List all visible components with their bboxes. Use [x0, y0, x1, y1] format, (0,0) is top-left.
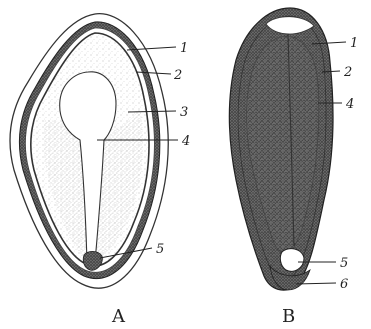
seed-section-b: 1 2 4 5 6 B	[229, 8, 358, 327]
caption-b: B	[282, 306, 295, 327]
seed-b-embryo	[280, 249, 304, 272]
label-b-5: 5	[340, 256, 348, 271]
seed-section-a: 1 2 3 4 5 A	[10, 14, 190, 327]
label-b-4: 4	[345, 97, 354, 112]
label-a-5: 5	[156, 242, 164, 257]
label-b-1: 1	[350, 36, 358, 51]
label-a-3: 3	[180, 105, 188, 120]
caption-a: A	[111, 306, 126, 327]
label-b-6: 6	[340, 277, 348, 292]
label-a-4: 4	[181, 134, 190, 149]
label-a-1: 1	[180, 41, 188, 56]
label-b-2: 2	[343, 65, 352, 80]
label-a-2: 2	[173, 68, 182, 83]
